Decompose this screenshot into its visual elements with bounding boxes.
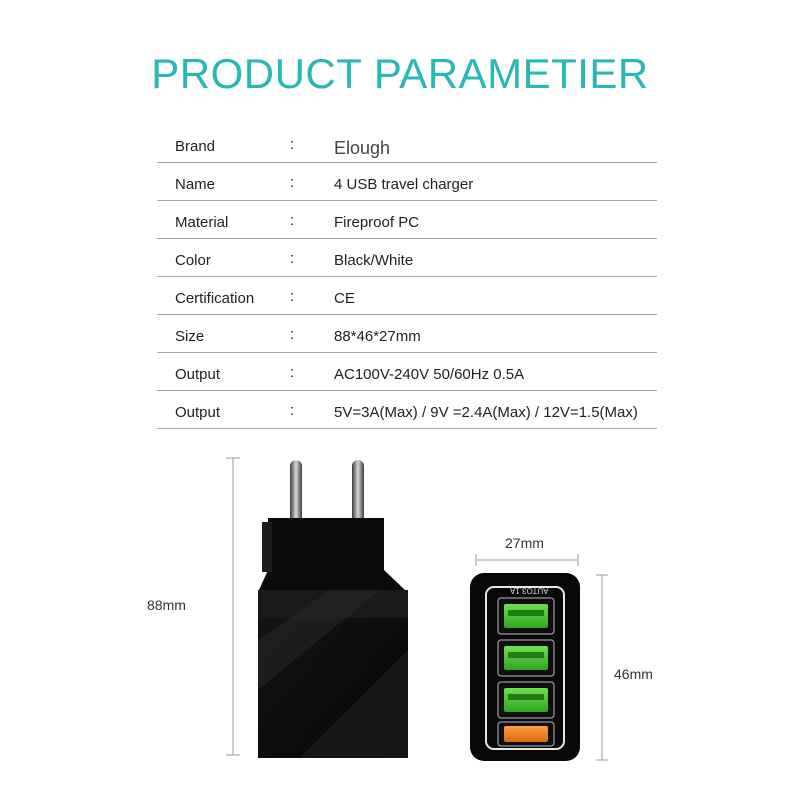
plug-pins: [290, 460, 364, 530]
spec-label: Material: [175, 214, 229, 231]
spec-label: Output: [175, 404, 221, 421]
spec-value: CE: [334, 290, 355, 307]
spec-colon: :: [290, 288, 295, 305]
spec-value: AC100V-240V 50/60Hz 0.5A: [334, 366, 525, 383]
spec-colon: :: [290, 402, 295, 419]
spec-value: Elough: [334, 138, 391, 158]
spec-colon: :: [290, 364, 295, 381]
spec-row-certification: Certification : CE: [157, 277, 657, 315]
usb-port-panel: [470, 573, 580, 761]
product-diagram: 88mm 27mm 46mm AUTO3.1A: [0, 440, 800, 800]
width-dimension-label: 46mm: [614, 666, 653, 682]
height-dimension-label: 88mm: [147, 597, 186, 613]
depth-dimension-line: [475, 554, 579, 566]
charger-body: [258, 590, 408, 758]
spec-value: 88*46*27mm: [334, 328, 421, 345]
spec-table: Brand : Elough Name : 4 USB travel charg…: [157, 125, 657, 429]
spec-label: Size: [175, 328, 205, 345]
width-dimension-line: [596, 574, 608, 761]
spec-label: Output: [175, 366, 221, 383]
spec-label: Name: [175, 176, 216, 193]
spec-label: Brand: [175, 138, 216, 155]
height-dimension-line: [226, 457, 240, 756]
spec-row-color: Color : Black/White: [157, 239, 657, 277]
spec-colon: :: [290, 174, 295, 191]
depth-dimension-label: 27mm: [505, 535, 544, 551]
spec-row-material: Material : Fireproof PC: [157, 201, 657, 239]
spec-value: 5V=3A(Max) / 9V =2.4A(Max) / 12V=1.5(Max…: [334, 404, 638, 421]
spec-value: Fireproof PC: [334, 214, 420, 231]
spec-colon: :: [290, 136, 295, 153]
spec-row-output-ac: Output : AC100V-240V 50/60Hz 0.5A: [157, 353, 657, 391]
spec-label: Color: [175, 252, 211, 269]
spec-colon: :: [290, 212, 295, 229]
plug-base: [259, 518, 405, 590]
page-title: PRODUCT PARAMETIER: [151, 50, 649, 97]
spec-label: Certification: [175, 290, 255, 307]
spec-row-output-dc: Output : 5V=3A(Max) / 9V =2.4A(Max) / 12…: [157, 391, 657, 429]
spec-value: 4 USB travel charger: [334, 176, 474, 193]
spec-row-size: Size : 88*46*27mm: [157, 315, 657, 353]
spec-colon: :: [290, 250, 295, 267]
port-label: AUTO3.1A: [510, 586, 549, 595]
spec-colon: :: [290, 326, 295, 343]
spec-row-brand: Brand : Elough: [157, 125, 657, 163]
spec-row-name: Name : 4 USB travel charger: [157, 163, 657, 201]
spec-value: Black/White: [334, 252, 414, 269]
charger-illustration: [226, 457, 608, 761]
